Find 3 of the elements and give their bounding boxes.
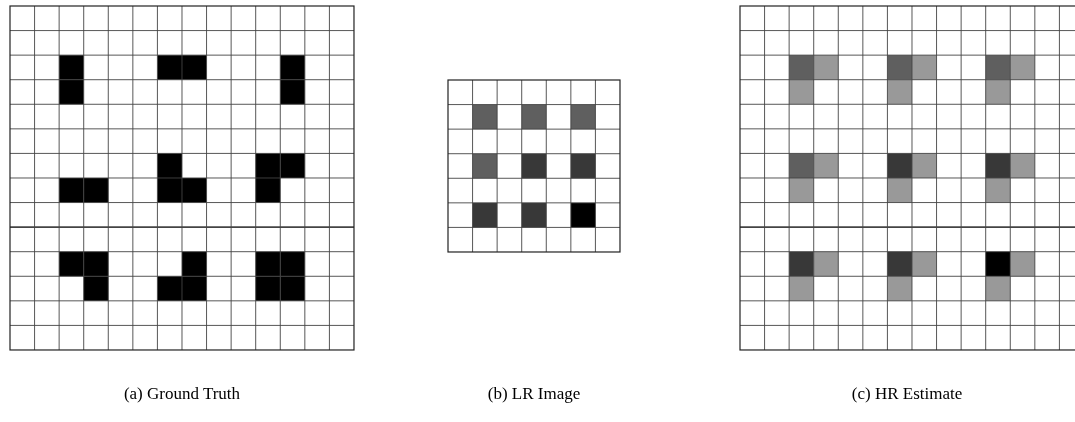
figure-caption: (c) HR Estimate bbox=[851, 384, 963, 404]
figure-caption: (b) LR Image bbox=[487, 384, 581, 404]
figure-caption: (a) Ground Truth bbox=[123, 384, 241, 404]
